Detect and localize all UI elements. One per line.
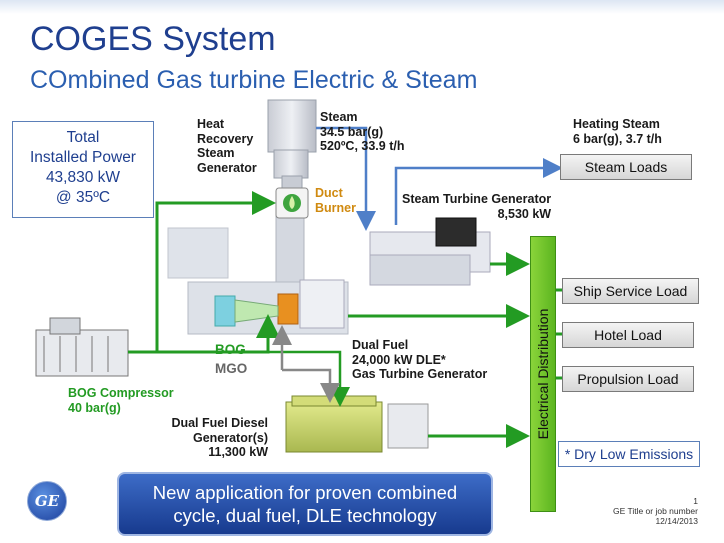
slide-footer: 1 GE Title or job number 12/14/2013 xyxy=(613,496,698,526)
banner-line: cycle, dual fuel, DLE technology xyxy=(173,505,437,526)
steam-line xyxy=(316,126,376,231)
dle-footnote: * Dry Low Emissions xyxy=(558,441,700,467)
duct-burner xyxy=(275,187,309,219)
bottom-banner: New application for proven combined cycl… xyxy=(117,472,493,536)
electrical-distribution-bus: Electrical Distribution xyxy=(530,236,556,512)
hrsg-stack xyxy=(267,99,317,293)
slide-title: COGES System xyxy=(30,20,276,58)
top-gradient-bar xyxy=(0,0,724,14)
heating-steam-line xyxy=(394,158,563,225)
hotel-load-box: Hotel Load xyxy=(562,322,694,348)
total-power-box: Total Installed Power 43,830 kW @ 35ºC xyxy=(12,121,154,218)
footer-title: GE Title or job number xyxy=(612,506,698,516)
power-line: @ 35ºC xyxy=(55,189,111,206)
mgo-label: MGO xyxy=(215,361,248,376)
gas-turbine-package xyxy=(167,227,349,335)
slide-subtitle: COmbined Gas turbine Electric & Steam xyxy=(30,66,478,94)
footer-date: 12/14/2013 xyxy=(655,516,698,526)
propulsion-load-box: Propulsion Load xyxy=(562,366,694,392)
page-number: 1 xyxy=(693,496,698,506)
electrical-distribution-label: Electrical Distribution xyxy=(535,308,551,440)
bog-label: BOG xyxy=(215,342,246,357)
mgo-line xyxy=(282,368,340,403)
steam-turbine-generator xyxy=(369,217,491,286)
bog-compressor xyxy=(35,317,129,377)
ship-service-load-box: Ship Service Load xyxy=(562,278,699,304)
power-line: Total xyxy=(66,129,100,146)
banner-line: New application for proven combined xyxy=(152,482,458,503)
dual-fuel-diesel-generator xyxy=(285,395,429,453)
power-line: Installed Power xyxy=(30,149,136,166)
ge-logo-icon: GE xyxy=(27,481,67,521)
bog-to-burner-line xyxy=(155,191,276,352)
power-line: 43,830 kW xyxy=(45,169,121,186)
steam-loads-box: Steam Loads xyxy=(560,154,692,180)
bog-to-dfdg-line xyxy=(268,350,350,407)
